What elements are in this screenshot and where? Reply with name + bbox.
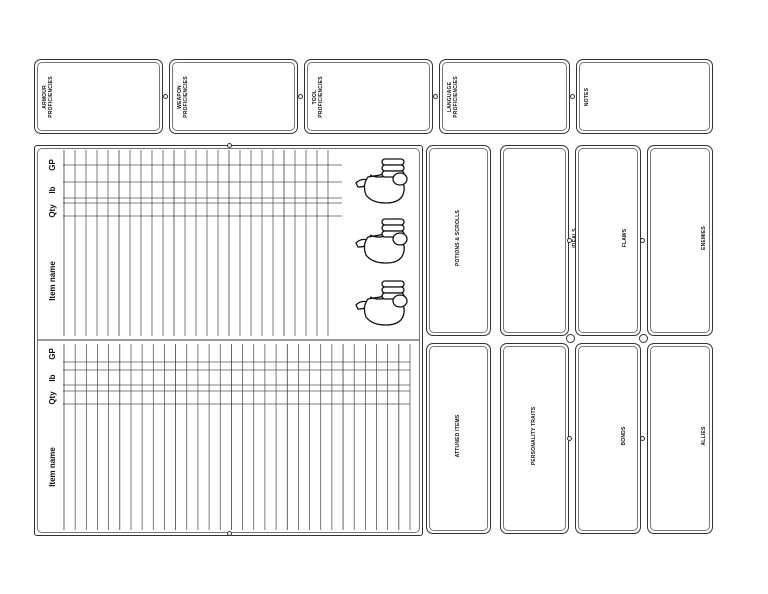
personality-traits-label: PERSONALITY TRAITS — [531, 406, 537, 466]
panel-top-knot — [227, 143, 232, 148]
box-connector-knot — [567, 436, 572, 441]
box-connector-knot — [163, 94, 168, 99]
box-connector-knot — [298, 94, 303, 99]
potions-scrolls-box[interactable]: POTIONS & SCROLLS — [426, 145, 491, 336]
personality-traits-box[interactable]: PERSONALITY TRAITS — [500, 343, 569, 534]
attuned-items-label: ATTUNED ITEMS — [455, 414, 461, 458]
box-connector-knot — [640, 238, 645, 243]
allies-box[interactable]: ALLIES — [647, 343, 713, 534]
coin-pouch-icon — [355, 218, 408, 264]
bottom-item-name-column-header: Item name — [48, 447, 57, 487]
coin-pouch-icon — [355, 280, 408, 326]
box-connector-knot — [433, 94, 438, 99]
ideals-box[interactable]: IDEALS — [500, 145, 578, 336]
coin-pouch-icon — [355, 158, 408, 204]
language-proficiencies-box[interactable]: LANGUAGE PROFICIENCIES — [439, 59, 570, 134]
box-connector-knot — [640, 436, 645, 441]
flaws-label: FLAWS — [622, 228, 628, 248]
enemies-label: ENEMIES — [701, 226, 707, 250]
flaws-box[interactable]: FLAWS — [575, 145, 641, 336]
panel-bottom-knot — [227, 531, 232, 536]
tool-proficiencies-box[interactable]: TOOL PROFICIENCIES — [304, 59, 433, 134]
bonds-label: BONDS — [621, 426, 627, 446]
allies-label: ALLIES — [701, 426, 707, 446]
bonds-box[interactable]: BONDS — [575, 343, 641, 534]
hex-nut-ornament — [566, 334, 575, 343]
notes-box[interactable]: NOTES — [576, 59, 713, 134]
bottom-qty-column-header: Qty — [48, 391, 57, 405]
enemies-box[interactable]: ENEMIES — [647, 145, 713, 336]
potions-scrolls-label: POTIONS & SCROLLS — [455, 209, 461, 267]
weapon-proficiencies-box[interactable]: WEAPON PROFICIENCIES — [169, 59, 298, 134]
box-connector-knot — [570, 94, 575, 99]
box-connector-knot — [567, 238, 572, 243]
attuned-items-box[interactable]: ATTUNED ITEMS — [426, 343, 491, 534]
armour-proficiencies-box[interactable]: ARMOUR PROFICIENCIES — [34, 59, 163, 134]
top-qty-column-header: Qty — [48, 204, 57, 218]
hex-nut-ornament — [639, 334, 648, 343]
top-item-name-column-header: Item name — [48, 261, 57, 301]
